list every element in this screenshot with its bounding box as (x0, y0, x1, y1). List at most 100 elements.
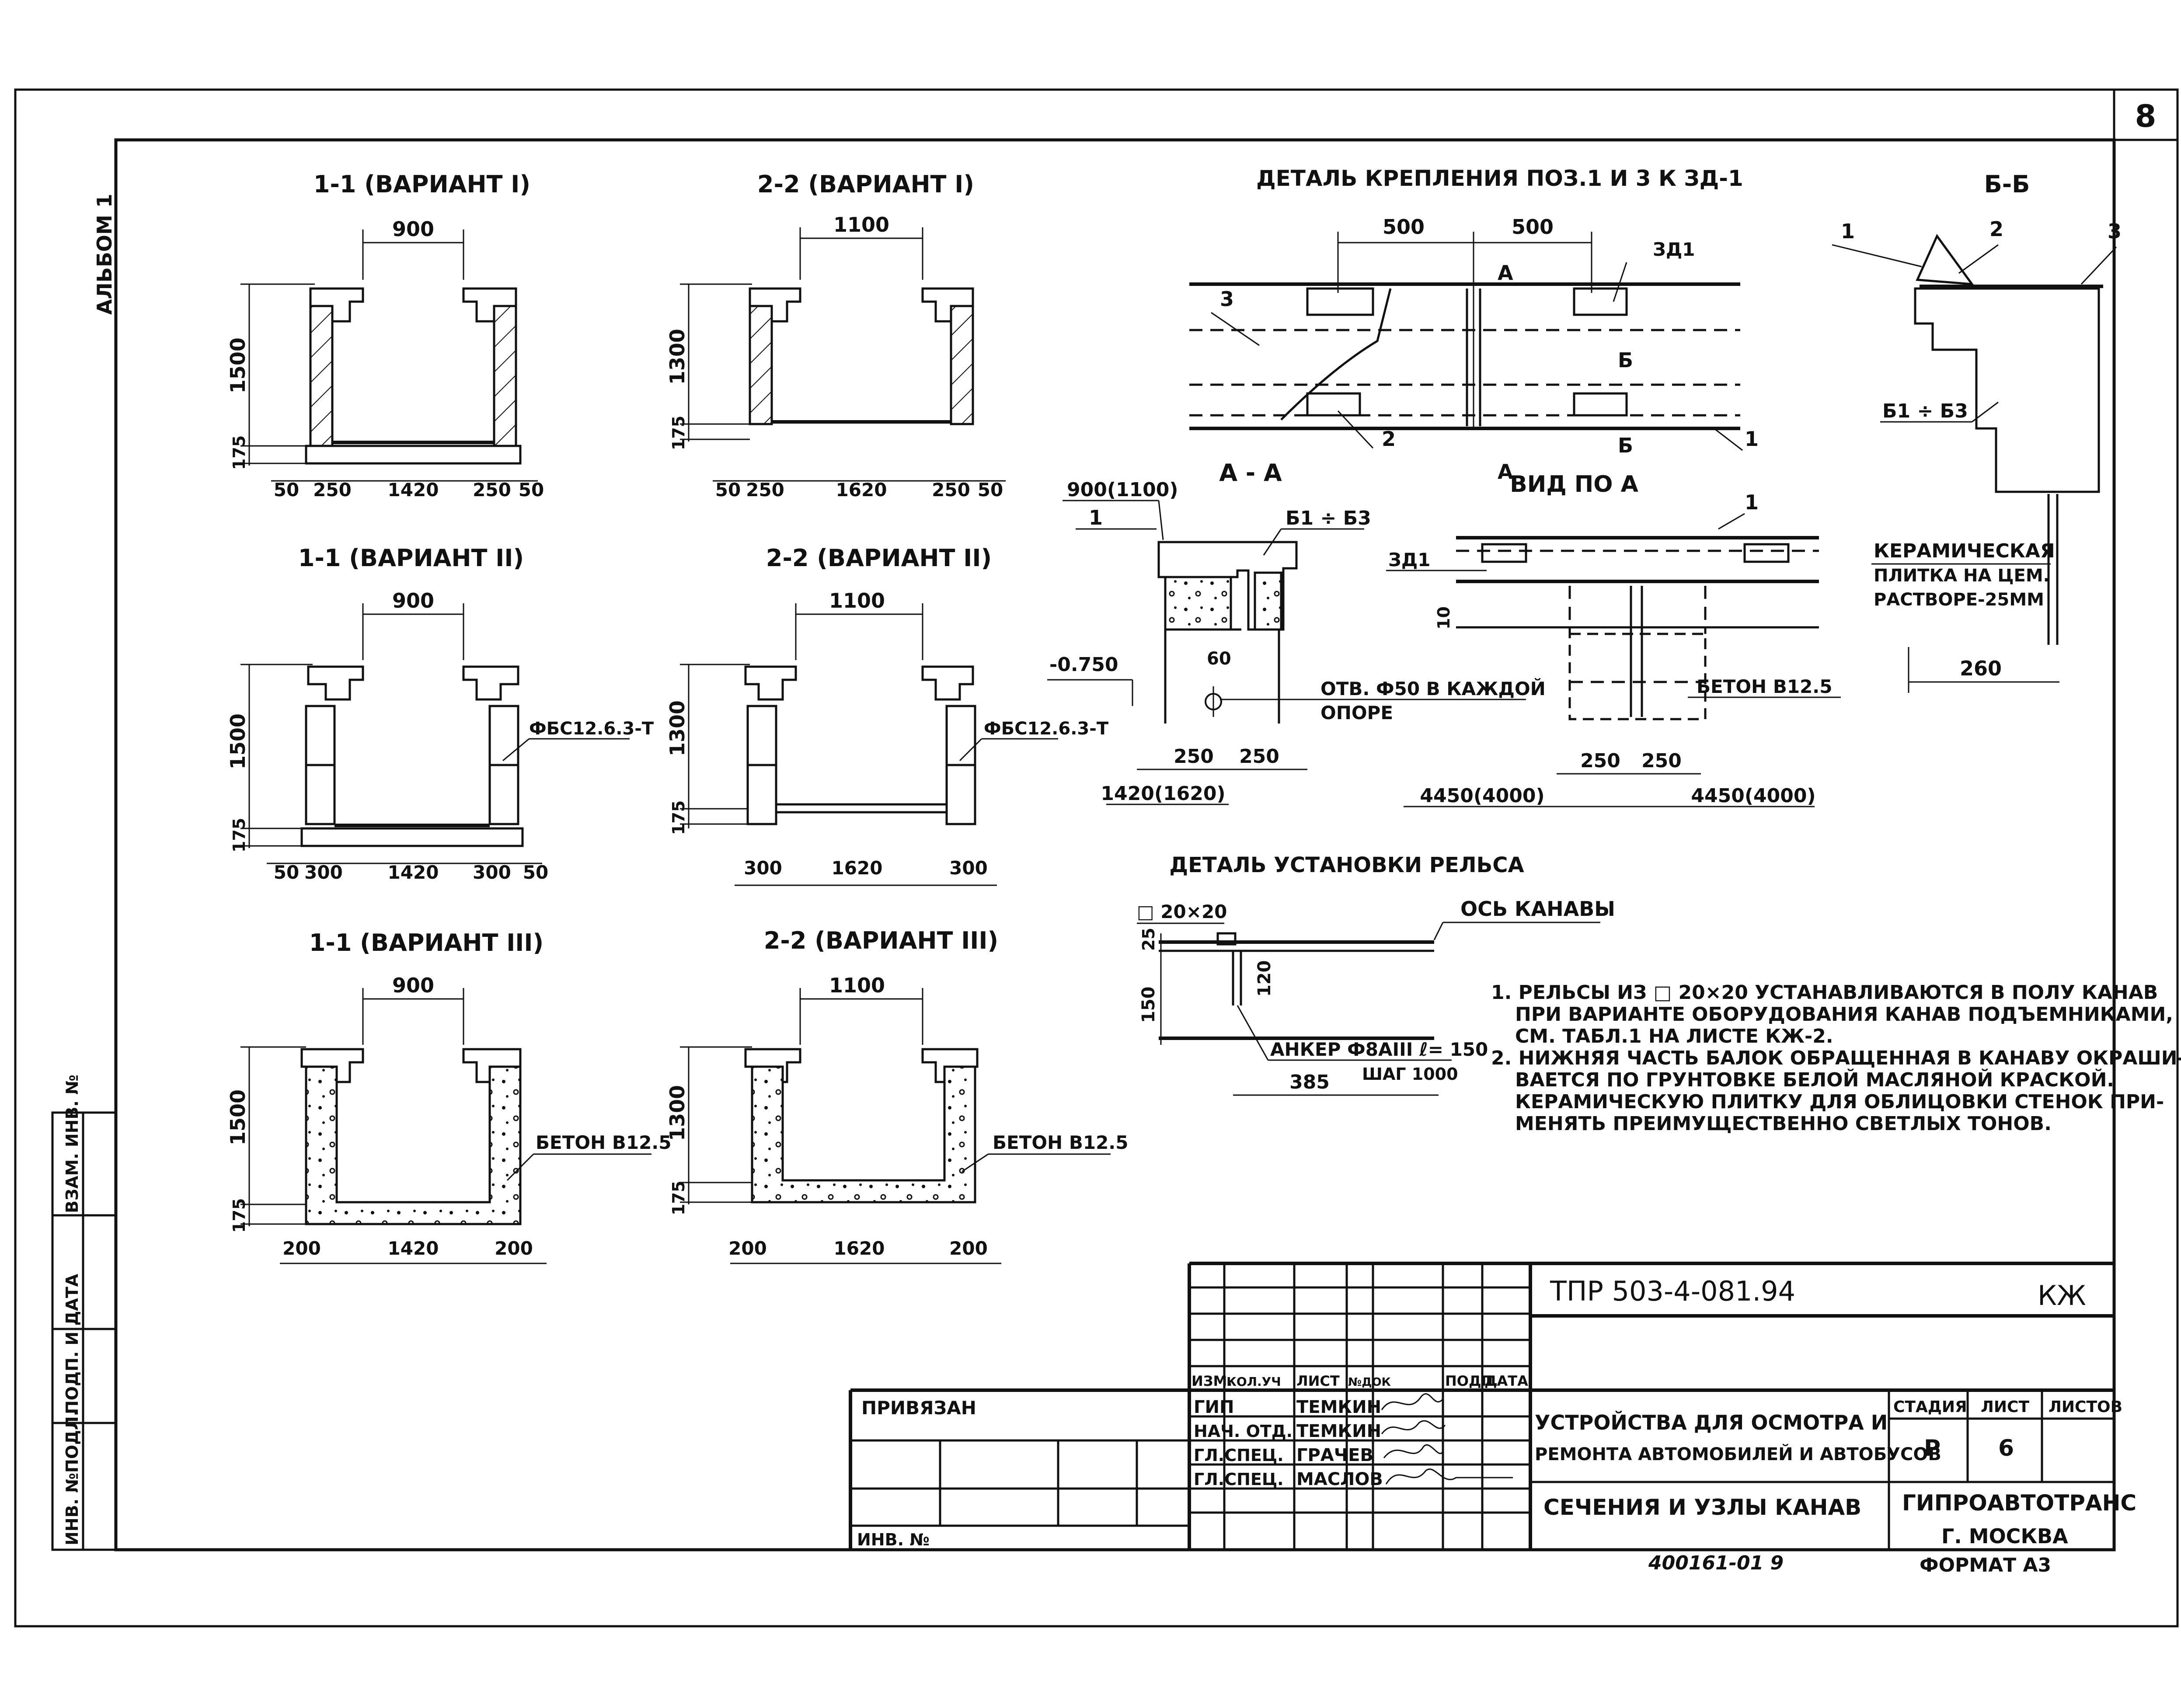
rail-d25: 25 (1139, 928, 1158, 951)
dim-top: 1100 (833, 213, 889, 237)
dim-b3: 300 (473, 862, 511, 883)
dim-500-left: 500 (1383, 215, 1425, 239)
name-1: ТЕМКИН (1296, 1421, 1381, 1441)
hdr-doc: №ДОК (1348, 1376, 1391, 1389)
view-pos1: 1 (1745, 490, 1759, 514)
aa-d60: 60 (1207, 649, 1231, 669)
note-line: МЕНЯТЬ ПРЕИМУЩЕСТВЕННО СВЕТЛЫХ ТОНОВ. (1515, 1113, 2052, 1135)
name-3: МАСЛОВ (1296, 1469, 1383, 1489)
rail-d150: 150 (1139, 987, 1159, 1023)
rail-d120: 120 (1254, 960, 1275, 997)
rail-anchor: АНКЕР Ф8АIII ℓ= 150 (1270, 1039, 1488, 1060)
bb-dim-260: 260 (1960, 657, 2002, 680)
bb-tile-3: РАСТВОРЕ-25ММ (1874, 590, 2044, 610)
doc-mark: КЖ (2038, 1280, 2086, 1311)
hdr-podp: ПОДП. (1445, 1373, 1498, 1389)
dim-top: 900 (392, 589, 434, 612)
view-by-a: ВИД ПО А 1 ЗД1 10 БЕТОН В12.5 250 250 44… (1386, 471, 1841, 807)
aa-level: -0.750 (1049, 654, 1118, 676)
hdr-data: ДАТА (1484, 1373, 1528, 1389)
dim-base: 175 (230, 435, 249, 470)
stage-header: СТАДИЯ (1893, 1398, 1967, 1416)
detail-fastening: ДЕТАЛЬ КРЕПЛЕНИЯ ПОЗ.1 И 3 К ЗД-1 500 50… (1189, 166, 1759, 484)
role-1: НАЧ. ОТД. (1194, 1422, 1293, 1441)
name-0: ТЕМКИН (1296, 1397, 1381, 1417)
note-line: КЕРАМИЧЕСКУЮ ПЛИТКУ ДЛЯ ОБЛИЦОВКИ СТЕНОК… (1515, 1091, 2164, 1113)
note-line: 2. НИЖНЯЯ ЧАСТЬ БАЛОК ОБРАЩЕННАЯ В КАНАВ… (1491, 1047, 2181, 1069)
dim-b4: 50 (523, 862, 548, 883)
aa-beams: Б1 ÷ Б3 (1286, 507, 1371, 529)
block-label: ФБС12.6.3-Т (984, 719, 1109, 739)
rail-d385: 385 (1289, 1071, 1330, 1093)
inv-podl-label: ИНВ. №ПОДЛ. (63, 1410, 82, 1545)
aa-title: А - А (1219, 459, 1282, 487)
section-2-2-variant-2: 2-2 (ВАРИАНТ II) 1100 1300 175 ФБС12.6.3… (665, 544, 1109, 886)
dim-top: 900 (392, 217, 434, 241)
album-label: АЛЬБОМ 1 (93, 194, 116, 315)
section-a-a: А - А 900(1100) 1 Б1 ÷ Б3 60 -0.750 ОТВ.… (1047, 459, 1546, 805)
hdr-kol: КОЛ.УЧ (1226, 1374, 1281, 1389)
side-stamp: АЛЬБОМ 1 ВЗАМ. ИНВ. № ПОДП. И ДАТА ИНВ. … (51, 194, 117, 1551)
role-2: ГЛ.СПЕЦ. (1194, 1446, 1284, 1465)
detail-title: ДЕТАЛЬ КРЕПЛЕНИЯ ПОЗ.1 И 3 К ЗД-1 (1256, 166, 1743, 191)
note-line: ВАЕТСЯ ПО ГРУНТОВКЕ БЕЛОЙ МАСЛЯНОЙ КРАСК… (1515, 1068, 2114, 1091)
view-d10: 10 (1434, 606, 1453, 630)
list-value: 6 (1998, 1435, 2014, 1461)
dim-b4: 50 (978, 479, 1003, 501)
section-b-b: Б-Б 1 2 3 Б1 ÷ Б3 КЕРАМИЧЕСКАЯ ПЛИТКА НА… (1832, 170, 2122, 693)
hdr-list: ЛИСТ (1296, 1373, 1340, 1389)
view-title: ВИД ПО А (1510, 471, 1638, 497)
object-line-2: РЕМОНТА АВТОМОБИЛЕЙ И АВТОБУСОВ (1535, 1444, 1941, 1464)
dim-height: 1300 (665, 1085, 689, 1141)
rail-axis: ОСЬ КАНАВЫ (1460, 897, 1615, 921)
dim-b0: 50 (715, 479, 741, 501)
aa-d250a: 250 (1174, 745, 1214, 768)
view-right: 4450(4000) (1691, 785, 1815, 807)
role-0: ГИП (1194, 1397, 1234, 1417)
dim-b3: 250 (932, 479, 970, 501)
signature (1381, 1420, 1446, 1434)
bb-tile-2: ПЛИТКА НА ЦЕМ. (1874, 566, 2050, 586)
list-header: ЛИСТ (1981, 1398, 2029, 1416)
signature (1381, 1393, 1444, 1410)
label-zd1: ЗД1 (1653, 239, 1695, 260)
object-line-1: УСТРОЙСТВА ДЛЯ ОСМОТРА И (1535, 1411, 1888, 1434)
dim-base: 175 (669, 1181, 688, 1215)
dim-b2: 1420 (388, 862, 439, 883)
sheet-number-box (2113, 88, 2179, 141)
dim-b2: 300 (949, 857, 988, 879)
section-title: 2-2 (ВАРИАНТ III) (764, 927, 998, 954)
vzam-inv-label: ВЗАМ. ИНВ. № (63, 1075, 82, 1213)
dim-height: 1300 (665, 329, 689, 385)
name-2: ГРАЧЕВ (1296, 1445, 1373, 1465)
hdr-izm: ИЗМ. (1192, 1373, 1233, 1389)
signature (1385, 1468, 1513, 1485)
section-1-1-variant-1: 1-1 (ВАРИАНТ I) 900 1500 175 50 250 1420… (226, 170, 544, 501)
view-d250b: 250 (1641, 750, 1682, 772)
aa-top-dim: 900(1100) (1067, 479, 1178, 501)
inv-label: ИНВ. № (857, 1530, 930, 1549)
note-line: 1. РЕЛЬСЫ ИЗ □ 20×20 УСТАНАВЛИВАЮТСЯ В П… (1491, 981, 2158, 1004)
rail-title: ДЕТАЛЬ УСТАНОВКИ РЕЛЬСА (1169, 853, 1524, 877)
dim-b2: 200 (949, 1238, 988, 1259)
dim-b2: 1420 (388, 479, 439, 501)
section-title: 1-1 (ВАРИАНТ III) (309, 929, 544, 957)
dim-b1: 300 (304, 862, 343, 883)
note-line: ПРИ ВАРИАНТЕ ОБОРУДОВАНИЯ КАНАВ ПОДЪЕМНИ… (1515, 1003, 2173, 1026)
bb-title: Б-Б (1984, 170, 2030, 198)
concrete-label: БЕТОН В12.5 (536, 1132, 671, 1153)
bb-tile-1: КЕРАМИЧЕСКАЯ (1874, 540, 2055, 562)
bb-pos2: 2 (1989, 217, 2003, 241)
inner-frame (114, 138, 2116, 1551)
dim-top: 1100 (829, 589, 885, 612)
archive-number: 400161-01 9 (1648, 1552, 1784, 1574)
dim-b2: 200 (495, 1238, 533, 1259)
sheet-number: 8 (2135, 98, 2157, 134)
dim-b0: 300 (744, 857, 782, 879)
title-block: ТПР 503-4-081.94 КЖ ПРИВЯЗАН ИНВ. № ИЗМ.… (849, 1262, 2136, 1576)
section-title: 2-2 (ВАРИАНТ I) (757, 170, 974, 198)
section-2-2-variant-3: 2-2 (ВАРИАНТ III) 1100 1300 175 БЕТОН В1… (665, 927, 1128, 1264)
section-1-1-variant-2: 1-1 (ВАРИАНТ II) 900 1500 175 ФБС12.6.3-… (226, 544, 654, 883)
section-title: 1-1 (ВАРИАНТ II) (298, 544, 524, 572)
